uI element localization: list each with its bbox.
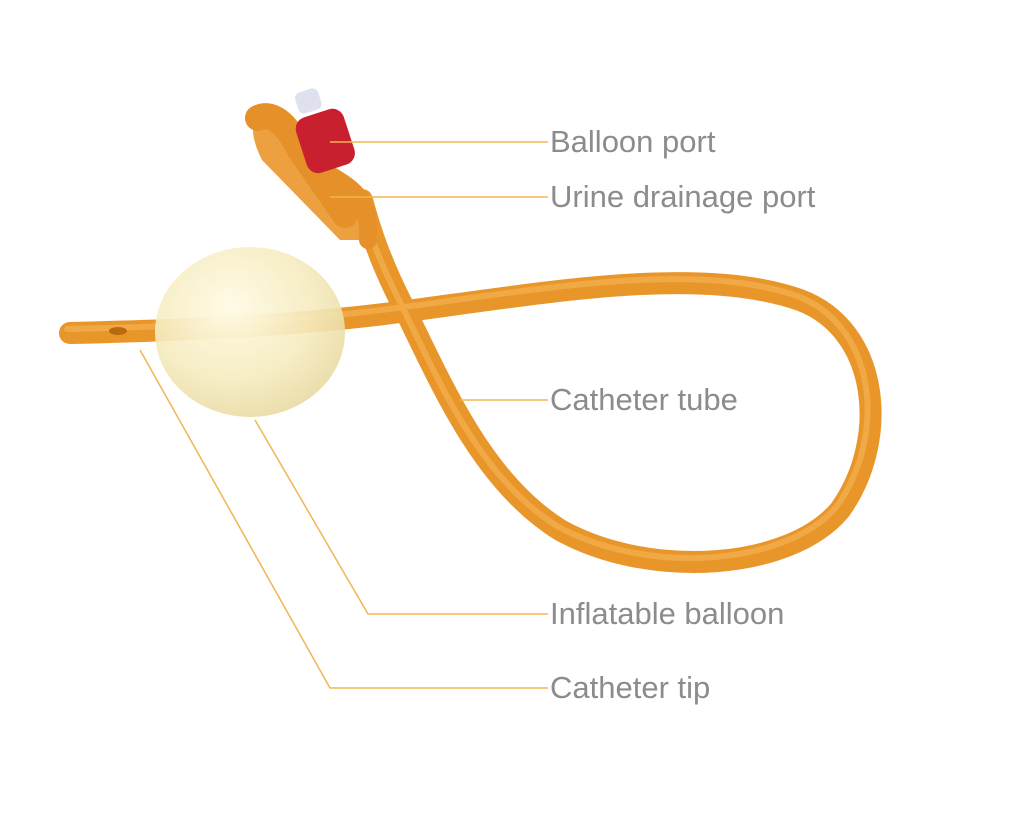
- balloon-port-cap: [295, 108, 355, 174]
- label-urine-drainage-port: Urine drainage port: [550, 179, 816, 214]
- label-catheter-tip: Catheter tip: [550, 670, 711, 705]
- label-catheter-tube: Catheter tube: [550, 382, 738, 417]
- label-inflatable-balloon: Inflatable balloon: [550, 596, 785, 631]
- balloon-port-valve: [295, 88, 322, 114]
- inflatable-balloon: [155, 247, 345, 417]
- label-balloon-port: Balloon port: [550, 124, 716, 159]
- tip-eye: [109, 327, 127, 335]
- leader-lines: [139, 141, 548, 689]
